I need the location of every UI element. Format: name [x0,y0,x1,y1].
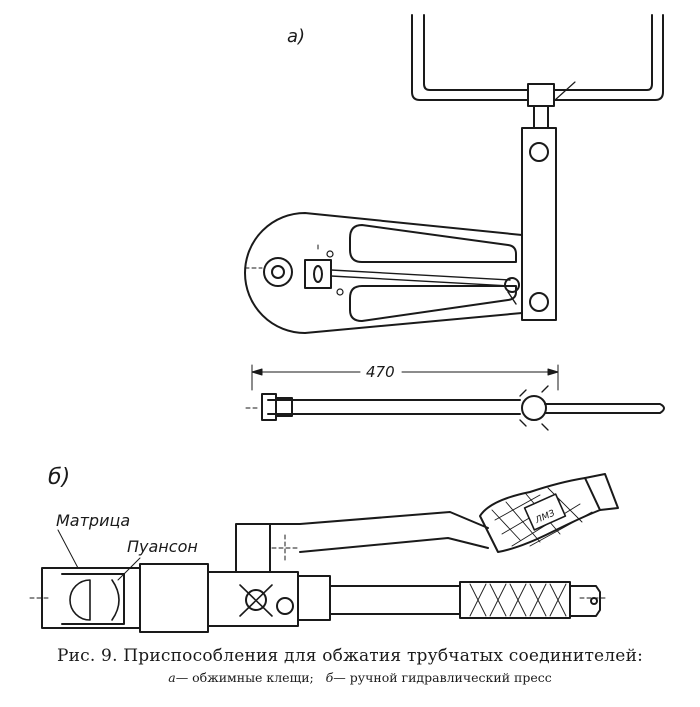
jaw-body [244,212,523,334]
pump-lever [235,511,489,573]
label-b: б) [48,465,70,490]
grip-stamp-plate [523,493,567,531]
lower-pin [529,292,549,312]
lower-grip [459,581,571,619]
matrix-die [69,579,91,621]
caption-item-b-letter: б [325,670,334,685]
press-cylinder [139,563,209,633]
caption-item-a-text: — обжимные клещи; [175,670,314,685]
dimension-470 [251,364,559,391]
dimension-value: 470 [366,363,395,381]
press-body [207,571,299,627]
crimping-pliers-side-view [245,385,665,431]
side-hub [521,395,547,421]
caption-title: Рис. 9. Приспособления для обжатия трубч… [56,646,644,666]
lower-grip-tube [329,585,461,615]
release-valve [245,589,267,611]
press-head [41,567,141,629]
handle-hub [527,83,555,107]
upper-pin [529,142,549,162]
label-a: а) [287,26,305,47]
crimping-pliers-top-view [244,14,664,334]
punch-die [111,579,120,621]
hydraulic-press [29,473,619,633]
t-handle [411,14,664,101]
caption-parts: а— обжимные клещи; б— ручной гидравличес… [0,670,700,685]
figure-caption: Рис. 9. Приспособления для обжатия трубч… [0,646,700,685]
vertical-bar [521,127,557,321]
die-ring [263,257,293,287]
label-punch: Пуансон [127,537,198,556]
jaw-block [304,259,332,289]
body-slot [349,224,517,322]
caption-item-a-letter: а [168,670,176,685]
technical-drawing: а) 470 б) Матрица Пуансон ЛМЗ [29,14,665,633]
label-matrix: Матрица [56,511,130,530]
caption-item-b-text: — ручной гидравлический пресс [333,670,552,685]
handle-screw [533,105,549,129]
